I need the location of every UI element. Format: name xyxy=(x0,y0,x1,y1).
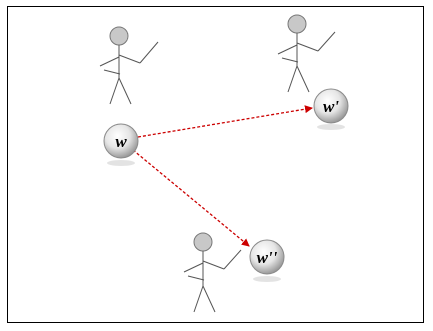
world-node-w2: w'' xyxy=(249,239,285,282)
stick-figure-icon xyxy=(99,14,336,313)
world-label-w2: w'' xyxy=(257,248,278,267)
relation-w-to-w1 xyxy=(137,105,313,138)
agent-w-figure xyxy=(99,26,159,105)
world-node-w1: w' xyxy=(313,88,349,130)
world-node-w: w xyxy=(103,123,139,166)
agent-w2-figure xyxy=(183,232,242,313)
relation-w-to-w2 xyxy=(132,149,250,247)
world-label-w: w xyxy=(115,132,127,151)
diagram-frame xyxy=(7,6,424,323)
agent-w1-figure xyxy=(277,14,336,93)
world-label-w1: w' xyxy=(323,97,339,116)
